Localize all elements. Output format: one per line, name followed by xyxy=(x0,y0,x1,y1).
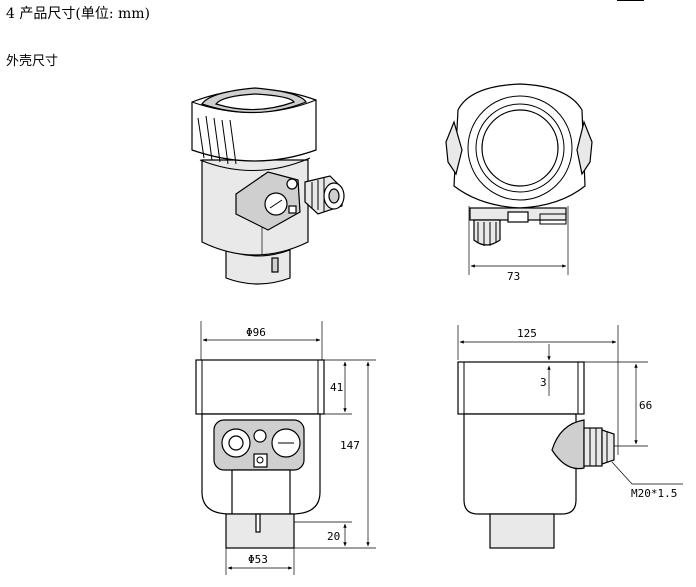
dim-thread-spec: M20*1.5 xyxy=(631,487,677,500)
isometric-view xyxy=(191,87,345,285)
dim-front-total-height: 147 xyxy=(340,439,360,452)
side-view xyxy=(457,325,683,549)
dim-front-bottom-diameter: Φ53 xyxy=(248,553,268,566)
dim-front-top-diameter: Φ96 xyxy=(246,326,266,339)
dim-side-upper-height: 66 xyxy=(639,399,652,412)
housing-dimensions-subheading: 外壳尺寸 xyxy=(6,54,59,69)
header-rule xyxy=(617,0,644,1)
front-view xyxy=(195,321,376,575)
dim-front-pipe-height: 20 xyxy=(327,530,340,543)
section-heading: 4 产品尺寸(单位: mm) xyxy=(6,6,150,22)
dim-top-width: 73 xyxy=(507,270,520,283)
top-view xyxy=(445,83,593,275)
dim-side-width: 125 xyxy=(517,327,537,340)
dim-front-cap-height: 41 xyxy=(330,381,343,394)
dim-side-offset: 3 xyxy=(540,376,547,389)
